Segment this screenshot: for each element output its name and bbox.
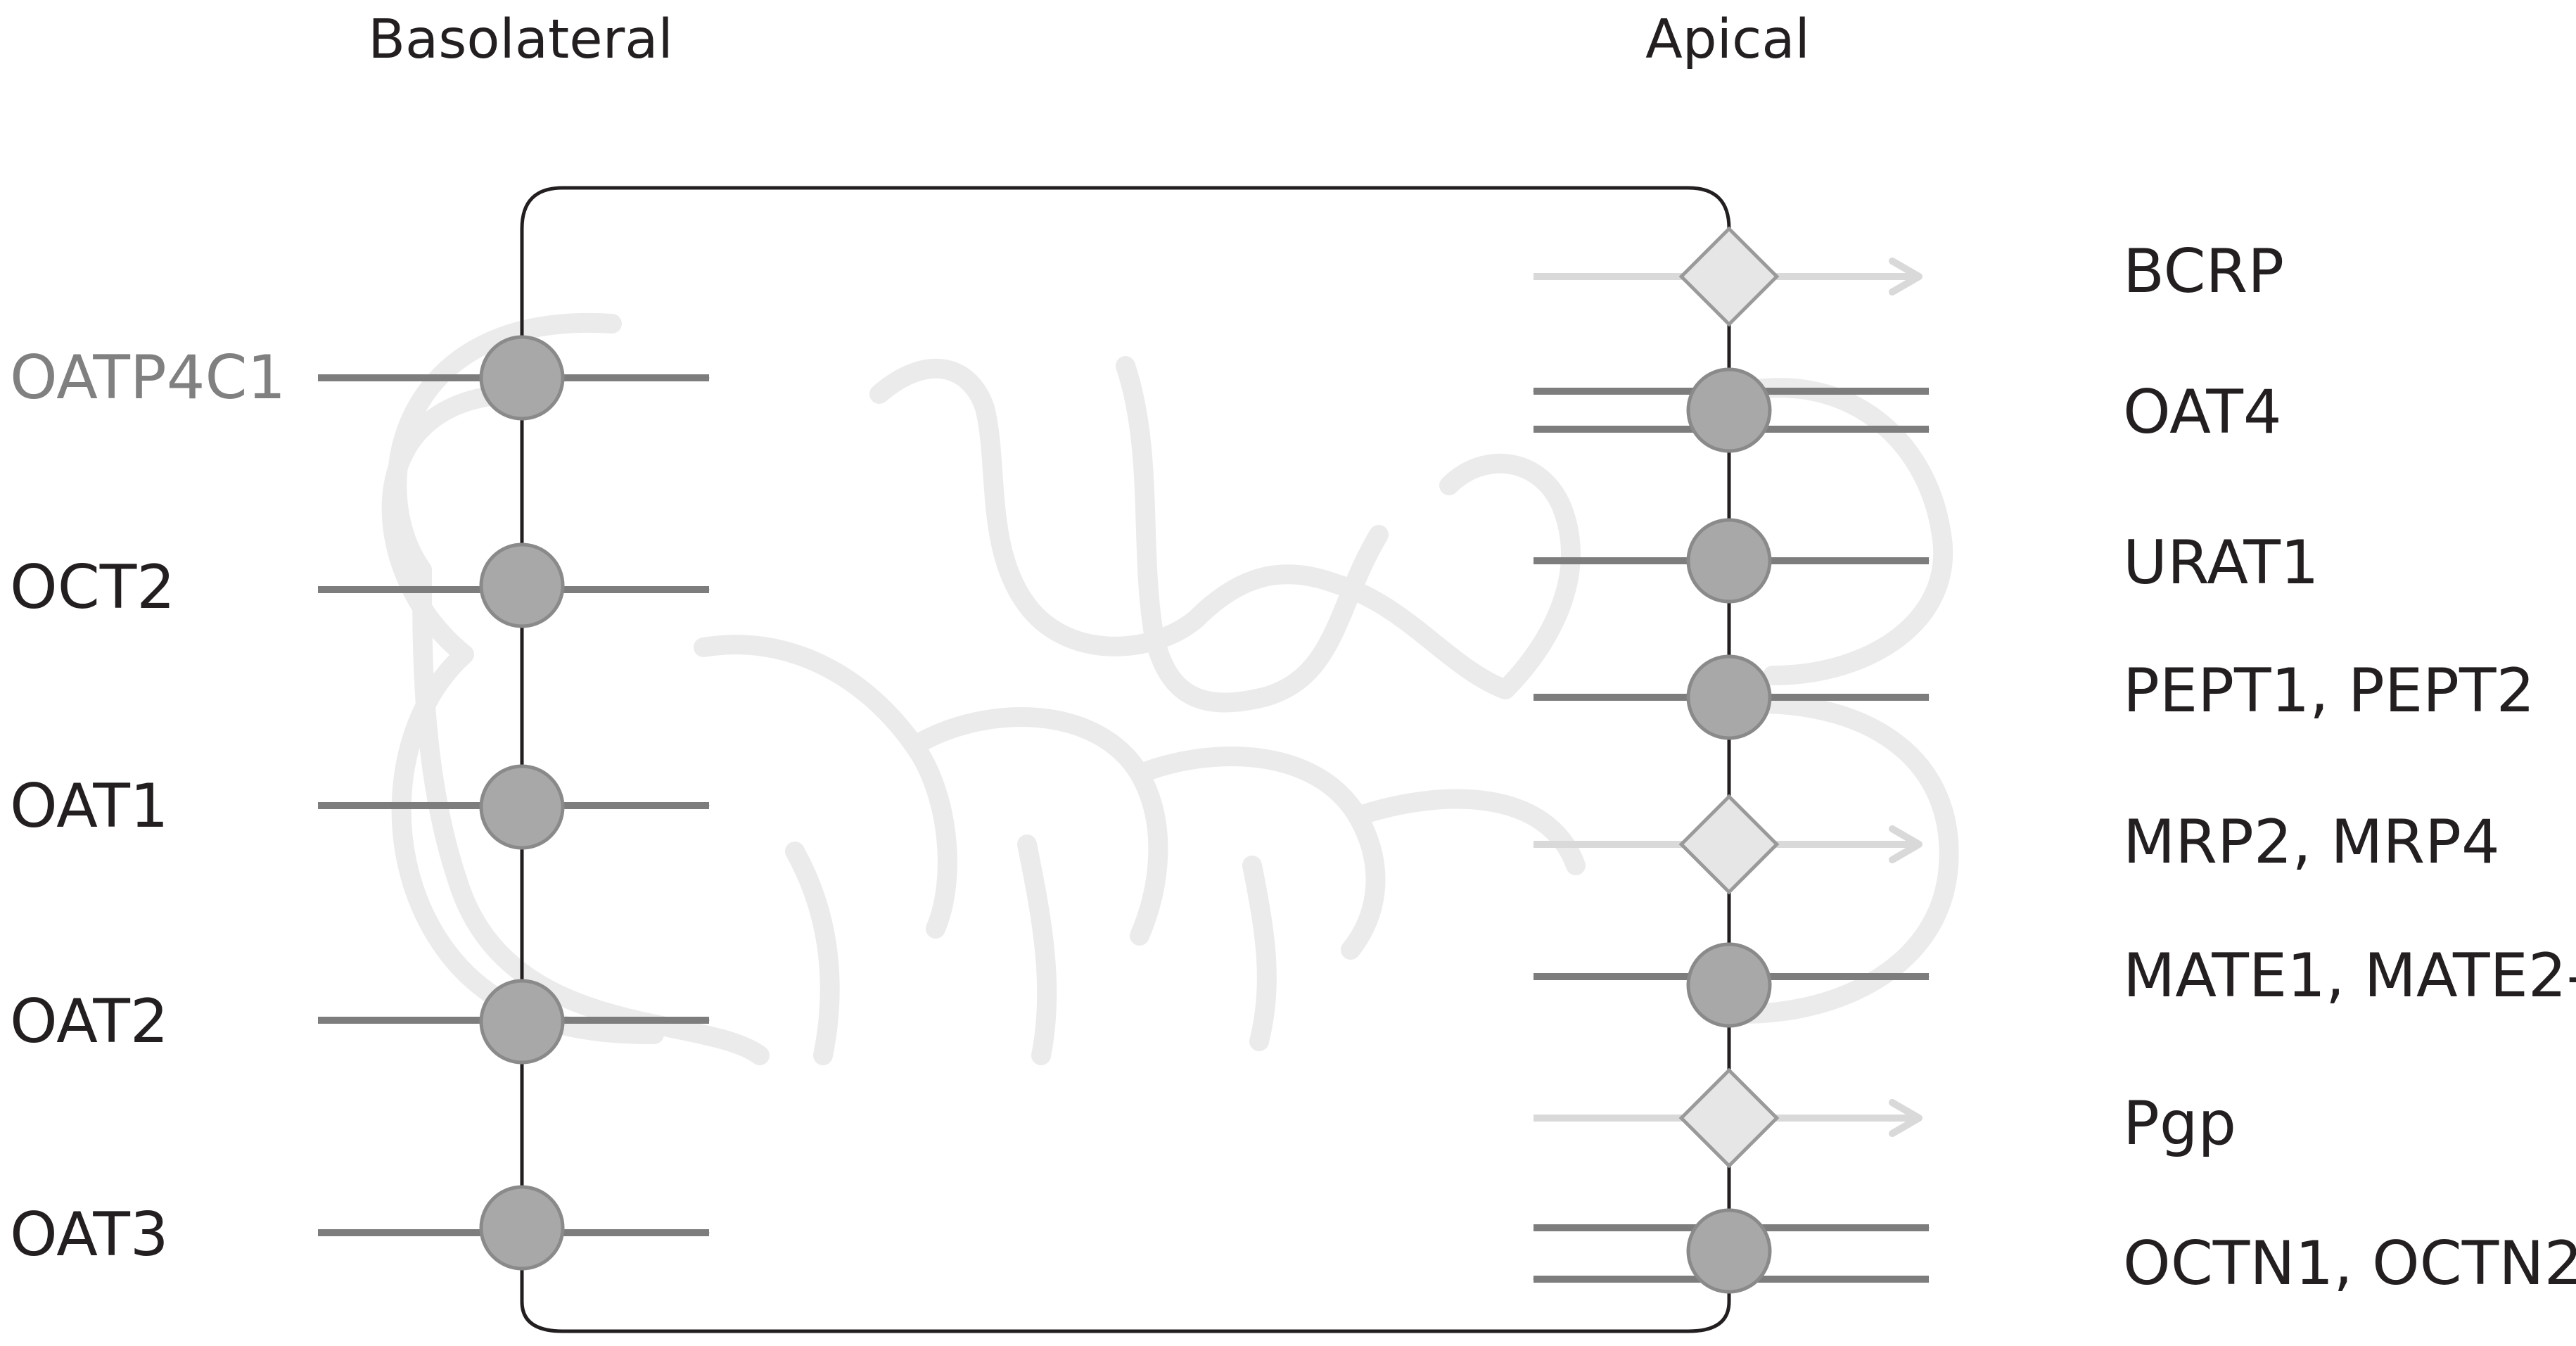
apical-transporter-pept: PEPT1, PEPT2 <box>1534 654 2534 740</box>
transporter-label: OAT4 <box>2123 377 2282 447</box>
arrowhead <box>1889 1099 1923 1137</box>
transporter-circle-icon <box>1686 367 1772 453</box>
basolateral-transporter-oat2: OAT2 <box>10 979 710 1065</box>
transporter-circle-icon <box>479 979 565 1065</box>
transporter-circle-icon <box>1686 654 1772 740</box>
transporter-label: OCTN1, OCTN2 <box>2123 1228 2576 1299</box>
transporter-circle-icon <box>479 1185 565 1271</box>
transporter-label: OAT3 <box>10 1200 169 1270</box>
transporter-circle-icon <box>479 764 565 850</box>
transporter-label: MATE1, MATE2-k <box>2123 941 2576 1011</box>
transporter-circle-icon <box>479 335 565 421</box>
apical-transporter-pgp: Pgp <box>1534 1067 2236 1169</box>
basolateral-transporter-oat1: OAT1 <box>10 764 710 850</box>
apical-transporter-mate: MATE1, MATE2-k <box>1534 941 2576 1028</box>
basolateral-transporter-oatp4c1: OATP4C1 <box>10 335 710 421</box>
basolateral-transporter-oat3: OAT3 <box>10 1185 710 1271</box>
basolateral-header: Basolateral <box>368 8 673 71</box>
apical-transporter-mrp: MRP2, MRP4 <box>1534 794 2500 895</box>
transporter-label: URAT1 <box>2123 528 2319 598</box>
apical-transporter-octn: OCTN1, OCTN2 <box>1533 1208 2576 1299</box>
transporter-label: OAT1 <box>10 771 169 842</box>
apical-transporter-bcrp: BCRP <box>1534 226 2284 327</box>
transporter-label: OAT2 <box>10 986 169 1057</box>
arrowhead <box>1889 825 1923 863</box>
apical-transporter-oat4: OAT4 <box>1533 367 2282 453</box>
apical-header: Apical <box>1645 8 1810 71</box>
basolateral-transporter-oct2: OCT2 <box>10 542 710 628</box>
kidney-watermark-icon <box>381 312 1959 1065</box>
transporter-diamond-icon <box>1678 1067 1780 1169</box>
apical-transporter-urat1: URAT1 <box>1534 518 2319 604</box>
transporter-label: MRP2, MRP4 <box>2123 807 2500 877</box>
transporter-circle-icon <box>1686 1208 1772 1294</box>
transporter-label: PEPT1, PEPT2 <box>2123 656 2534 726</box>
transporter-circle-icon <box>1686 518 1772 604</box>
transporter-circle-icon <box>1686 942 1772 1028</box>
transporter-label: OCT2 <box>10 552 175 623</box>
transporter-diamond-icon <box>1678 226 1780 327</box>
transporter-label: Pgp <box>2123 1088 2236 1159</box>
transporter-circle-icon <box>479 542 565 628</box>
arrowhead <box>1889 258 1923 296</box>
transporter-label: OATP4C1 <box>10 343 286 413</box>
transporter-diamond-icon <box>1678 794 1780 895</box>
transporter-label: BCRP <box>2123 236 2284 307</box>
